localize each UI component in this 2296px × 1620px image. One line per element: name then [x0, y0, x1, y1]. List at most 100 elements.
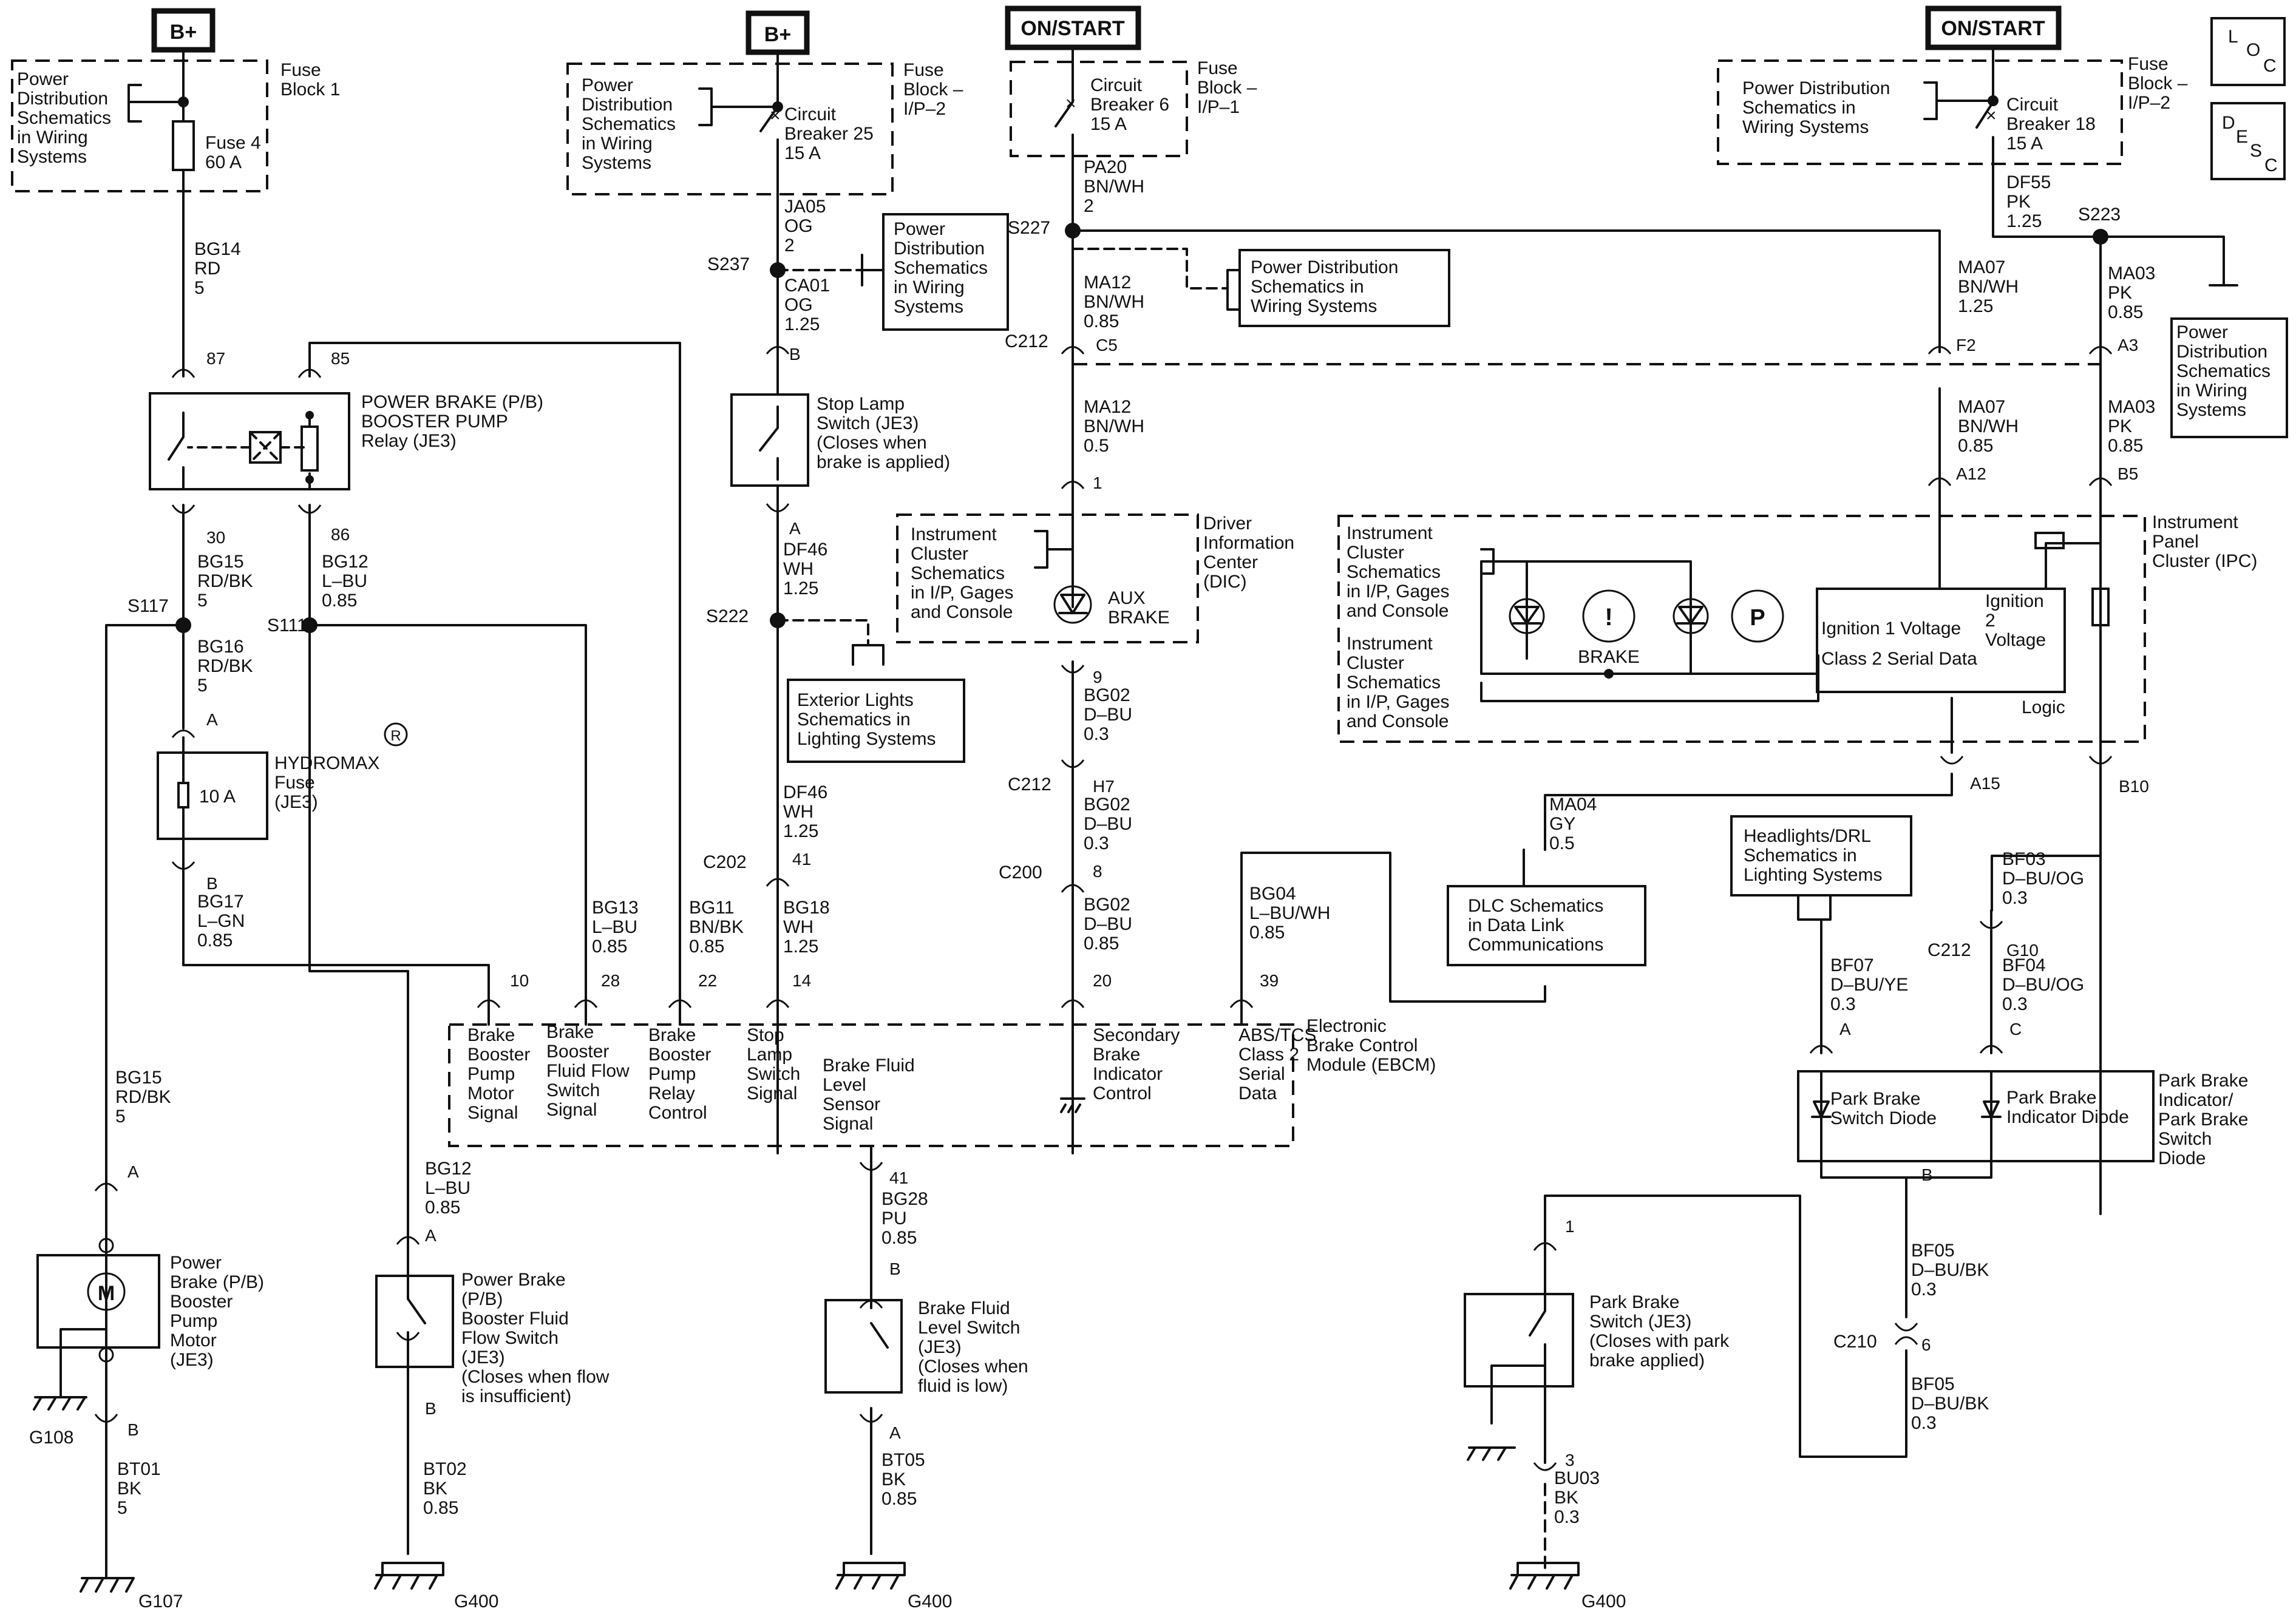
power-label-text: B+ — [764, 23, 791, 46]
ref-bracket-2 — [852, 644, 885, 666]
pin-b5: B5 — [2118, 464, 2138, 483]
pin-a-stop: A — [789, 519, 801, 538]
park-switch-contact — [1490, 1249, 1546, 1464]
pb-diode-box — [1797, 1070, 2155, 1162]
flow-switch-contact — [407, 1243, 426, 1555]
motor-m-symbol: M — [98, 1282, 115, 1305]
pin-a3: A3 — [2118, 336, 2138, 354]
ref-dlc-box — [1447, 885, 1646, 966]
ref-bracket — [127, 84, 185, 123]
ebcm-ground-symbol — [1060, 1097, 1085, 1113]
svg-text:×: × — [770, 106, 781, 126]
pin-14: 14 — [792, 971, 811, 990]
fluid-level-contact — [870, 1322, 889, 1349]
connector-c212-c: C212 — [1927, 940, 1971, 960]
wire-bg17 — [182, 736, 490, 1009]
ref-bracket — [698, 87, 779, 126]
pin-b-flow: B — [425, 1399, 436, 1418]
pin-h7: H7 — [1093, 777, 1115, 796]
pin-c5: C5 — [1096, 336, 1118, 354]
svg-text:×: × — [1065, 93, 1076, 114]
ref-bracket — [1480, 548, 1495, 575]
pin-b-fluid: B — [889, 1259, 901, 1278]
svg-text:C: C — [2264, 155, 2278, 175]
connector-c200: C200 — [999, 863, 1042, 883]
pin-a-flow: A — [425, 1226, 436, 1245]
logic-label: Logic — [2022, 697, 2065, 717]
pin-86: 86 — [331, 525, 350, 544]
pin-g10: G10 — [2006, 941, 2039, 960]
pin-10: 10 — [510, 971, 529, 990]
ipc-power-feeds — [1938, 387, 2102, 590]
pin-c-bf04: C — [2009, 1020, 2022, 1039]
pin-b-motor: B — [127, 1420, 139, 1439]
power-label-on-start-2 — [1925, 5, 2062, 50]
pin-3-park: 3 — [1565, 1451, 1575, 1469]
pin-a-hydromax: A — [206, 710, 218, 729]
stop-lamp-contact — [759, 405, 779, 481]
park-icon: P — [1750, 605, 1765, 631]
loc-text: LOC — [2228, 27, 2277, 76]
relay-contact — [168, 351, 185, 608]
svg-text:C: C — [2263, 56, 2277, 76]
ground-g400-b: G400 — [908, 1591, 952, 1612]
ref-headlights-box — [1730, 815, 1912, 896]
pin-6: 6 — [1921, 1335, 1931, 1354]
hydromax-fuse-element — [177, 782, 189, 808]
fuse-block-ip2-outline — [566, 63, 894, 195]
pin-41-fluid: 41 — [889, 1168, 908, 1187]
circuit-breaker-18 — [1975, 46, 2102, 1215]
pin-41-stop: 41 — [792, 850, 811, 869]
ref-ext-box — [787, 679, 965, 763]
ipc-resistor — [2034, 532, 2065, 549]
stop-lamp-switch — [730, 393, 809, 487]
wire-s117 — [105, 606, 185, 1579]
ref-s237-box — [882, 213, 1009, 331]
pin-b10: B10 — [2119, 777, 2149, 796]
wire-bf03-route — [1991, 767, 2102, 912]
pin-30: 30 — [206, 528, 225, 547]
circuit-breaker-6 — [1055, 46, 1074, 353]
fuse-block-ip1-outline — [1010, 61, 1188, 157]
pin-8: 8 — [1093, 862, 1102, 881]
connector-c210: C210 — [1833, 1332, 1877, 1352]
pin-87: 87 — [206, 349, 225, 368]
pin-85: 85 — [331, 349, 350, 368]
connector-caps — [94, 346, 2113, 1471]
ref-bracket — [1226, 269, 1240, 311]
relay-resistor — [301, 425, 319, 472]
hydromax-rating: 10 A — [199, 787, 236, 807]
desc-box — [2210, 102, 2286, 180]
pin-1-park: 1 — [1565, 1217, 1575, 1236]
